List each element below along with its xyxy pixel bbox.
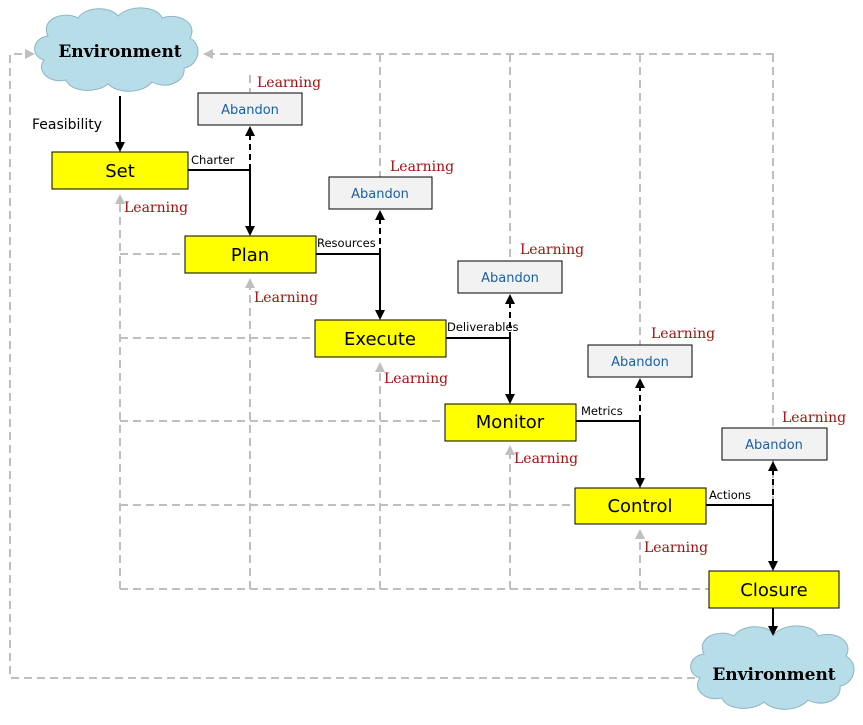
flow-label-deliverables: Deliverables <box>447 320 519 334</box>
stage-set-label: Set <box>105 161 135 182</box>
flow-label-actions: Actions <box>709 488 751 502</box>
stage-control: Control <box>574 487 707 525</box>
stage-plan: Plan <box>184 235 317 274</box>
abandon-box-4: Abandon <box>587 344 693 378</box>
abandon-label: Abandon <box>611 355 669 370</box>
abandon-box-1: Abandon <box>197 92 303 126</box>
outer-loop-top-line <box>203 49 774 59</box>
stage-plan-label: Plan <box>231 245 269 266</box>
environment-top-label: Environment <box>58 42 181 62</box>
metrics-arrow <box>576 420 645 488</box>
learning-label: Learning <box>254 290 318 306</box>
abandon-box-3: Abandon <box>457 260 563 294</box>
learning-label: Learning <box>257 75 321 91</box>
flow-label-metrics: Metrics <box>581 404 623 418</box>
abandon-box-2: Abandon <box>328 176 433 210</box>
charter-arrow <box>188 169 255 236</box>
stage-monitor-label: Monitor <box>476 412 545 433</box>
stage-execute-label: Execute <box>344 329 416 350</box>
abandon-box-5: Abandon <box>721 427 828 461</box>
outer-loop-left-line <box>9 49 695 679</box>
learning-label: Learning <box>124 200 188 216</box>
learning-label: Learning <box>782 410 846 426</box>
environment-bottom-label: Environment <box>712 665 835 685</box>
flow-label-charter: Charter <box>191 153 235 167</box>
abandon-arrows <box>245 126 778 505</box>
abandon-label: Abandon <box>351 187 409 202</box>
environment-cloud-bottom: Environment <box>690 625 855 710</box>
learning-label: Learning <box>514 451 578 467</box>
abandon-label: Abandon <box>481 271 539 286</box>
learning-label: Learning <box>520 242 584 258</box>
abandon-label: Abandon <box>221 103 279 118</box>
learning-feedback-lines <box>9 49 774 679</box>
actions-arrow <box>706 504 778 571</box>
stage-closure: Closure <box>708 570 840 609</box>
environment-cloud-top: Environment <box>34 7 199 92</box>
learning-label: Learning <box>390 159 454 175</box>
stage-set: Set <box>51 151 189 190</box>
stage-monitor: Monitor <box>444 403 577 442</box>
stage-control-label: Control <box>607 496 672 517</box>
learning-label: Learning <box>384 371 448 387</box>
learning-label: Learning <box>644 540 708 556</box>
feasibility-label: Feasibility <box>32 117 102 133</box>
resources-arrow <box>316 253 385 320</box>
deliverables-arrow <box>446 337 515 404</box>
cloud-icon <box>690 625 855 710</box>
flow-label-resources: Resources <box>317 236 376 250</box>
learning-label: Learning <box>651 326 715 342</box>
cloud-icon <box>34 7 199 92</box>
stage-closure-label: Closure <box>740 580 807 601</box>
abandon-label: Abandon <box>745 438 803 453</box>
stage-execute: Execute <box>314 319 447 358</box>
